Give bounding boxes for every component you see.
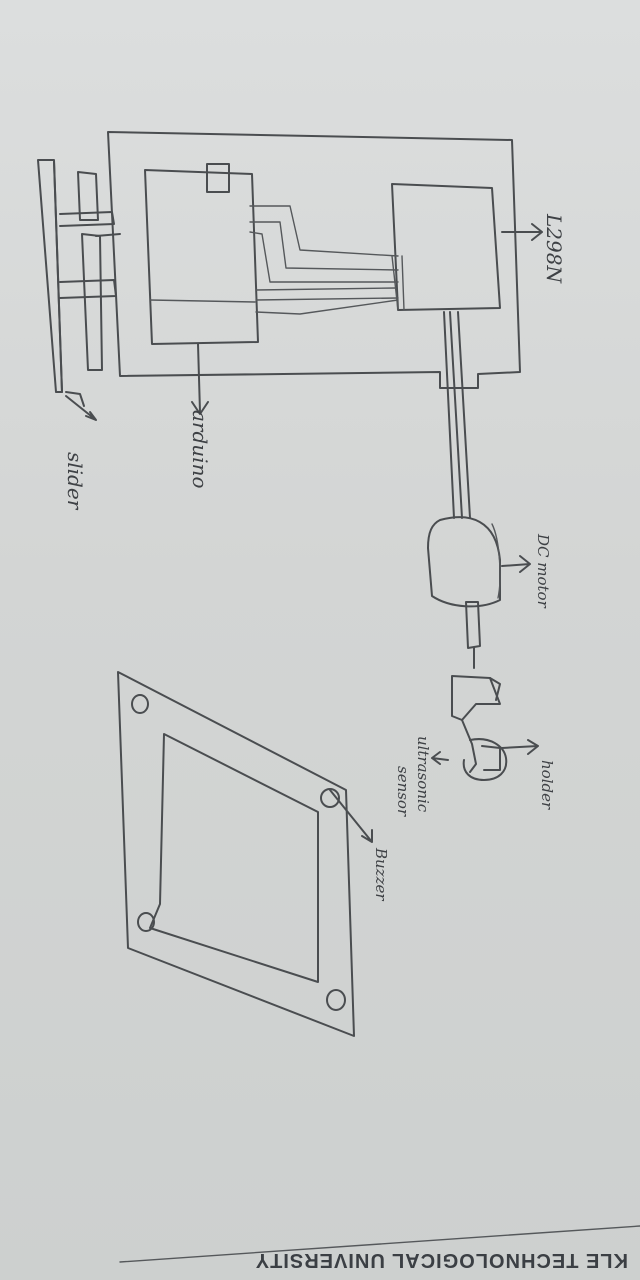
ultrasonic-sensor [432,739,506,780]
label-l298n: L298N [542,213,566,284]
label-slider: slider [63,452,87,511]
label-dc-motor: DC motor [534,533,552,609]
label-holder: holder [538,760,556,810]
base-plate [118,672,372,1036]
holder-bracket [452,676,538,772]
arduino-pointer [192,344,208,414]
label-arduino: arduino [188,410,212,489]
arduino-board [145,164,258,344]
label-sensor: sensor [394,766,412,817]
footer-university: KLE TECHNOLOGICAL UNIVERSITY [255,1249,628,1271]
motor-shaft [444,312,470,518]
l298n-driver [392,184,542,310]
dc-motor [428,517,530,668]
slider-mechanism [38,160,120,420]
label-ultrasonic: ultrasonic [414,736,432,813]
signal-wires [250,206,404,314]
label-buzzer: Buzzer [372,847,390,901]
